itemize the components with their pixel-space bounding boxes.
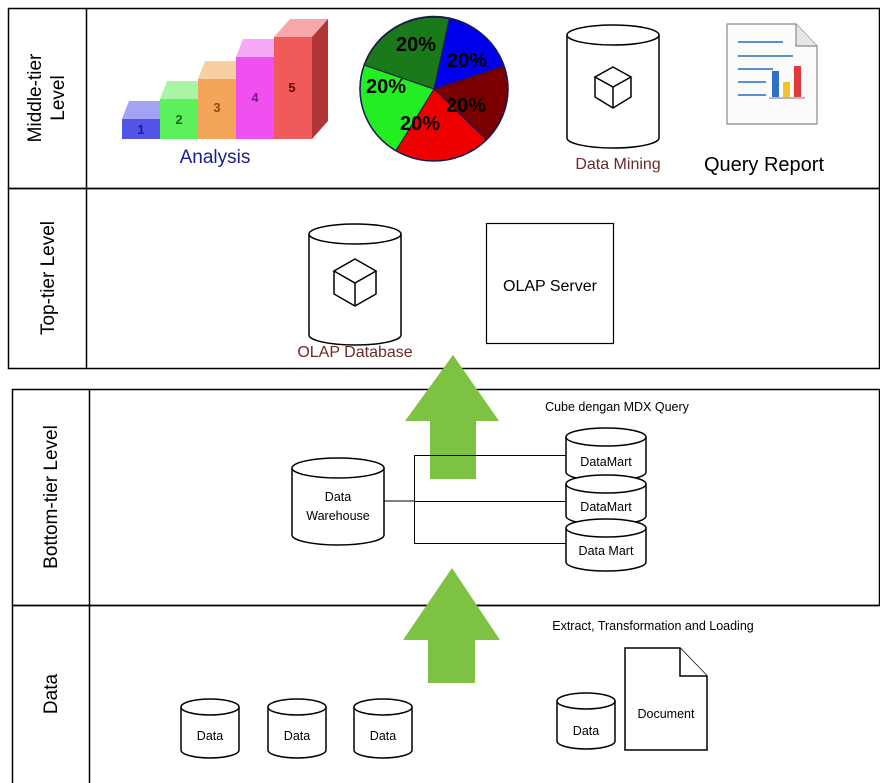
data-mining-label: Data Mining [575,156,660,173]
bottom-tier-label: Bottom-tier Level [41,425,62,569]
step-5-front [274,37,312,139]
pie-label-3: 20% [366,76,406,98]
data-source-2-label: Data [284,729,310,743]
report-bar-2 [783,82,790,97]
step-3-label: 3 [213,100,220,115]
upper-green-arrow [405,355,499,479]
data-source-3-body [353,707,413,759]
datamart-2-top [565,474,647,494]
data-warehouse-label-line1: Data [325,490,351,504]
step-5-side [312,19,328,139]
step-3-top [198,61,243,79]
query-report-document-icon [726,23,818,125]
data-source-1-cylinder-icon [180,698,240,759]
data-source-2-top [267,698,327,716]
report-bar-1 [772,71,779,97]
data-source-3-label: Data [370,729,396,743]
document-icon [624,647,708,751]
report-page-fold [795,24,817,47]
top-tier-frame [7,187,880,370]
data-mining-cylinder-icon [566,24,660,149]
datamart-1-top [565,427,647,447]
datamart-3-top [565,518,647,538]
middle-tier-label: Middle-tier Level [25,53,69,142]
data-source-4-body [556,701,616,750]
data-source-1-body [180,707,240,759]
data-source-3-top [353,698,413,716]
datamart-2-cylinder-icon [565,474,647,526]
datamart-3-body [565,528,647,572]
data-source-4-label: Data [573,724,599,738]
pie-label-4: 20% [446,95,486,117]
data-source-3-cylinder-icon [353,698,413,759]
data-source-4-top [556,692,616,710]
olap-db-cylinder-top [308,223,402,245]
middle-tier-label-line2: Level [48,75,69,120]
pie-outline [359,16,509,162]
step-1-front [122,119,160,139]
analysis-staircase: 1 2 3 4 5 [122,19,328,139]
query-report-label: Query Report [704,154,824,176]
data-tier-label: Data [41,674,62,715]
step-4-top [236,39,281,57]
document-label: Document [638,707,695,721]
top-tier-label: Top-tier Level [38,221,59,335]
data-mining-cylinder-top [566,24,660,46]
data-warehouse-cylinder-icon [291,457,385,546]
data-mining-cube-icon [593,66,633,109]
step-4-label: 4 [251,90,259,105]
cube-caption: Cube dengan MDX Query [545,400,690,414]
step-4-front [236,57,274,139]
data-source-1-top [180,698,240,716]
olap-database-label: OLAP Database [297,344,412,361]
olap-database-cylinder-icon [308,223,402,346]
step-1-label: 1 [137,122,144,137]
report-bar-3 [794,66,801,97]
pie-label-1: 20% [396,34,436,56]
step-2-top [160,81,205,99]
etl-caption: Extract, Transformation and Loading [552,619,754,633]
data-source-2-body [267,707,327,759]
step-2-label: 2 [175,112,182,127]
warehouse-cylinder-body [291,468,385,546]
olap-db-cube-icon [332,258,378,307]
data-source-2-cylinder-icon [267,698,327,759]
pie-chart: 20% 20% 20% 20% 20% [359,15,509,162]
datamart-2-label: DataMart [580,500,632,514]
warehouse-mart-connectors [384,455,566,544]
datamart-1-label: DataMart [580,455,632,469]
step-2-front [160,99,198,139]
middle-tier-label-line1: Middle-tier [25,53,46,142]
analysis-label: Analysis [180,147,251,168]
datamart-1-cylinder-icon [565,427,647,482]
report-text-lines [738,41,793,96]
pie-label-2: 20% [447,50,487,72]
pie-label-5: 20% [400,113,440,135]
data-source-1-label: Data [197,729,223,743]
datamart-3-cylinder-icon [565,518,647,572]
warehouse-cylinder-top [291,457,385,479]
step-5-label: 5 [288,80,295,95]
step-5-top [274,19,328,37]
document-fold [679,648,707,677]
data-source-4-cylinder-icon [556,692,616,750]
olap-server-label: OLAP Server [503,278,598,295]
step-3-front [198,79,236,139]
datamart-3-label: Data Mart [579,544,634,558]
olap-server-box [485,222,615,345]
data-warehouse-label-line2: Warehouse [306,509,370,523]
step-1-top [122,101,167,119]
lower-green-arrow [403,568,500,683]
